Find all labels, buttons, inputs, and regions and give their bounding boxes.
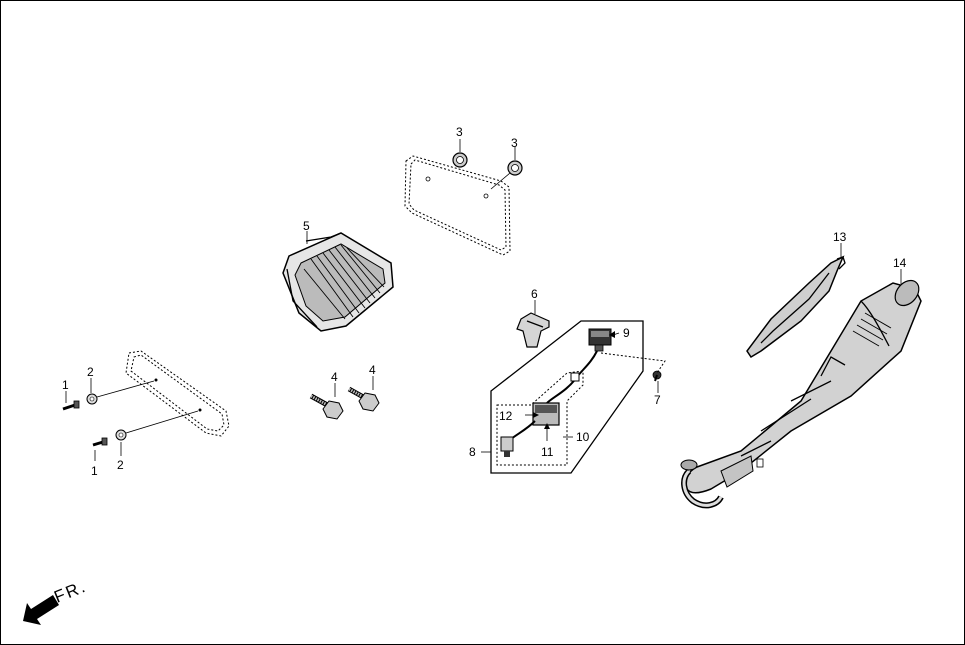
callout-6: 6 [531, 287, 538, 301]
callout-4b: 4 [369, 363, 376, 377]
callout-12: 12 [499, 409, 513, 423]
side-plate-outline [125, 350, 230, 437]
screw-part-1b [92, 437, 108, 447]
reflector-housing-part-5 [282, 232, 394, 332]
callout-14: 14 [893, 256, 907, 270]
callout-10: 10 [576, 430, 590, 444]
callout-3a: 3 [456, 125, 463, 139]
callout-leaders [65, 139, 902, 461]
front-direction-arrow-icon [23, 595, 59, 625]
callout-11: 11 [541, 445, 554, 459]
callout-5: 5 [303, 219, 310, 233]
muffler-part-14 [680, 279, 922, 509]
callout-8: 8 [469, 445, 476, 459]
callout-1a: 1 [62, 378, 69, 392]
harness-kit-frame [490, 320, 666, 474]
screw-part-1a [62, 400, 80, 411]
callout-1b: 1 [91, 464, 98, 478]
bolt-part-4b [347, 386, 380, 412]
callout-3b: 3 [511, 136, 518, 150]
connector-part-12 [500, 436, 514, 457]
ignition-coil-part-9 [588, 328, 612, 352]
bolt-part-4a [309, 393, 344, 420]
bracket-part-6 [516, 312, 550, 348]
callout-13: 13 [833, 230, 847, 244]
license-plate-outline [404, 155, 511, 256]
callout-4a: 4 [331, 370, 338, 384]
washer-part-2a [86, 393, 98, 405]
screw-part-7 [652, 370, 662, 382]
grommet-part-3b [507, 160, 523, 176]
callout-2a: 2 [87, 365, 94, 379]
callout-2b: 2 [117, 458, 124, 472]
washer-part-2b [115, 429, 127, 441]
heat-shield-part-13 [746, 255, 846, 359]
callout-9: 9 [623, 326, 630, 340]
front-direction-label: FR. [51, 577, 89, 607]
grommet-part-3a [452, 152, 468, 168]
callout-7: 7 [654, 393, 661, 407]
